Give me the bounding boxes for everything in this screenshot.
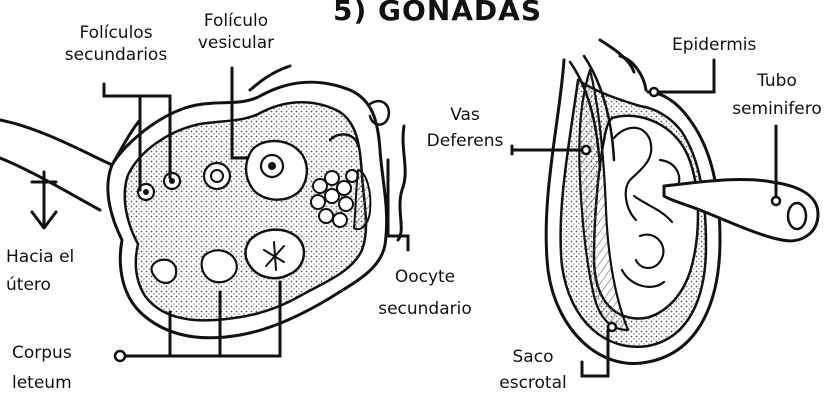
label-line: seminifero [726,98,828,120]
label-line: escrotal [490,372,576,394]
label-line: vesicular [184,32,288,54]
label-line: leteum [12,372,72,394]
page-title: 5) GONADAS [333,0,542,26]
label-line: secundarios [64,44,168,66]
label-saco-escrotal: Saco escrotal [490,346,576,394]
label-line: Tubo [726,70,828,92]
label-line: Folículos [64,22,168,44]
label-line: Oocyte [368,266,482,288]
label-line: Folículo [184,10,288,32]
label-line: Corpus [12,342,72,364]
ovary [0,66,405,338]
label-foliculo-vesicular: Folículo vesicular [184,10,288,54]
label-oocyte-secundario: Oocyte secundario [368,266,482,320]
label-line: Saco [490,346,576,368]
label-foliculos-secundarios: Folículos secundarios [64,22,168,66]
label-line: secundario [368,298,482,320]
label-line: útero [6,274,74,296]
label-line: Vas [420,104,510,126]
label-epidermis: Epidermis [672,34,756,56]
label-corpus-leteum: Corpus leteum [12,342,72,394]
label-tubo-seminifero: Tubo seminifero [726,70,828,120]
label-line: Deferens [420,130,510,152]
label-hacia-el-utero: Hacia el útero [6,246,74,296]
label-line: Hacia el [6,246,74,268]
label-vas-deferens: Vas Deferens [420,104,510,152]
